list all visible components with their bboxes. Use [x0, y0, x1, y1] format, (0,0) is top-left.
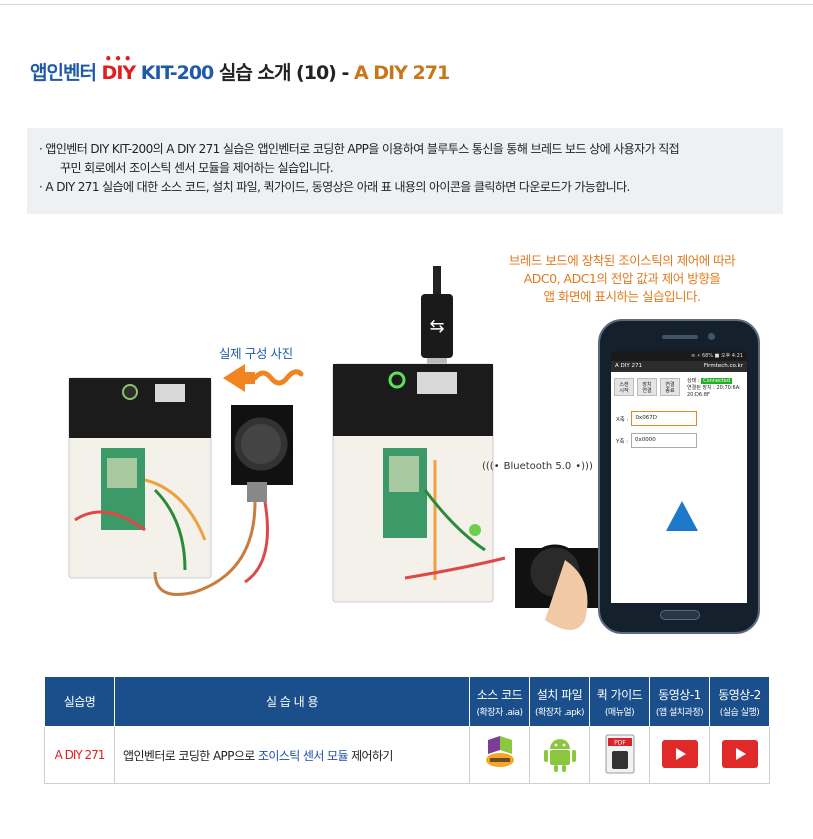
direction-up-icon	[666, 501, 698, 531]
android-apk-icon[interactable]	[543, 735, 577, 773]
y-axis-row: Y축 : 0x0000	[616, 433, 698, 448]
title-section: 실습 소개 (10) -	[218, 62, 354, 84]
description-callout: 브레드 보드에 장착된 조이스틱의 제어에 따라 ADC0, ADC1의 전압 …	[462, 252, 782, 306]
top-divider	[0, 4, 813, 5]
smartphone: ≋ ⚡ 68% ■ 오후 4:21 A DIY 271 Firmtech.co.…	[598, 319, 760, 634]
play-icon[interactable]	[721, 739, 758, 768]
lab-name-cell: A DIY 271	[44, 726, 115, 784]
col-content: 실 습 내 용	[114, 676, 470, 727]
callout-line-2: ADC0, ADC1의 전압 값과 제어 방향을	[523, 271, 721, 286]
joystick-link: 조이스틱 센서 모듈	[257, 748, 349, 763]
appinventor-source-icon[interactable]	[480, 735, 520, 772]
svg-text:⇆: ⇆	[429, 316, 444, 337]
bluetooth-label: (((• Bluetooth 5.0 •)))	[482, 461, 593, 472]
breadboard-assembled	[332, 363, 506, 603]
callout-line-3: 앱 화면에 표시하는 실습입니다.	[543, 289, 701, 304]
table-row: A DIY 271 앱인벤터로 코딩한 APP으로 조이스틱 센서 모듈 제어하…	[44, 726, 770, 784]
col-guide: 퀵 가이드(매뉴얼)	[589, 676, 650, 727]
table-header-row: 실습명 실 습 내 용 소스 코드(확장자 .aia) 설치 파일(확장자 .a…	[44, 676, 770, 727]
video-install-link[interactable]	[649, 726, 710, 784]
usb-cable-icon: ⇆	[421, 266, 453, 376]
source-code-download[interactable]	[469, 726, 530, 784]
app-bar: A DIY 271 Firmtech.co.kr	[611, 361, 747, 372]
notice-line-3: · A DIY 271 실습에 대한 소스 코드, 설치 파일, 퀵가이드, 동…	[39, 180, 630, 194]
signal-left-icon: (((•	[482, 461, 500, 472]
app-site: Firmtech.co.kr	[703, 363, 743, 369]
signal-right-icon: •)))	[575, 461, 593, 472]
quick-guide-download[interactable]: PDF	[589, 726, 650, 784]
joystick-module-photo	[231, 405, 293, 502]
callout-line-1: 브레드 보드에 장착된 조이스틱의 제어에 따라	[508, 253, 736, 268]
title-brand: 앱인벤터	[30, 62, 102, 84]
cable-red	[244, 501, 269, 584]
col-video2: 동영상-2(실습 실행)	[709, 676, 770, 727]
finger-icon	[545, 560, 588, 630]
joystick-module-assembled	[515, 544, 599, 630]
x-axis-row: X축 : 0x067D	[616, 411, 698, 426]
col-source: 소스 코드(확장자 .aia)	[469, 676, 530, 727]
app-title: A DIY 271	[615, 363, 642, 369]
install-file-download[interactable]	[529, 726, 590, 784]
title-diy: •••DIY	[101, 52, 137, 84]
status-bar: ≋ ⚡ 68% ■ 오후 4:21	[611, 351, 747, 361]
notice-box: · 앱인벤터 DIY KIT-200의 A DIY 271 실습은 앱인벤터로 …	[27, 128, 783, 214]
x-axis-value: 0x067D	[631, 411, 698, 426]
app-screen: ≋ ⚡ 68% ■ 오후 4:21 A DIY 271 Firmtech.co.…	[611, 351, 747, 603]
play-icon[interactable]	[661, 739, 698, 768]
page-title: 앱인벤터 •••DIY KIT-200 실습 소개 (10) - A DIY 2…	[30, 52, 450, 85]
col-name: 실습명	[44, 676, 115, 727]
y-axis-value: 0x0000	[631, 433, 698, 448]
video-run-link[interactable]	[709, 726, 770, 784]
col-install: 설치 파일(확장자 .apk)	[529, 676, 590, 727]
col-video1: 동영상-1(앱 설치과정)	[649, 676, 710, 727]
connection-status: 상태 : Connected 연결된 장치 : 20:70:6A: 20:D6:…	[687, 378, 741, 398]
cable-orange	[153, 501, 257, 596]
photo-label: 실제 구성 사진	[219, 346, 293, 361]
phone-speaker	[662, 335, 698, 339]
home-button[interactable]	[660, 610, 700, 620]
title-kit: KIT-200	[135, 62, 219, 84]
pdf-manual-icon[interactable]: PDF	[605, 734, 635, 774]
breadboard-photo	[68, 377, 212, 579]
title-lab-name: A DIY 271	[353, 62, 450, 84]
connected-badge: Connected	[701, 378, 733, 384]
phone-camera	[708, 333, 715, 340]
svg-text:PDF: PDF	[614, 739, 626, 746]
left-arrow-icon	[223, 364, 304, 392]
notice-line-1: · 앱인벤터 DIY KIT-200의 A DIY 271 실습은 앱인벤터로 …	[39, 142, 680, 156]
lab-description-cell: 앱인벤터로 코딩한 APP으로 조이스틱 센서 모듈 제어하기	[114, 726, 470, 784]
download-table: 실습명 실 습 내 용 소스 코드(확장자 .aia) 설치 파일(확장자 .a…	[44, 676, 770, 784]
hardware-illustration: ⇆	[68, 266, 599, 630]
notice-line-2: 꾸민 회로에서 조이스틱 센서 모듈을 제어하는 실습입니다.	[60, 161, 334, 175]
title-dots: •••	[104, 52, 134, 66]
